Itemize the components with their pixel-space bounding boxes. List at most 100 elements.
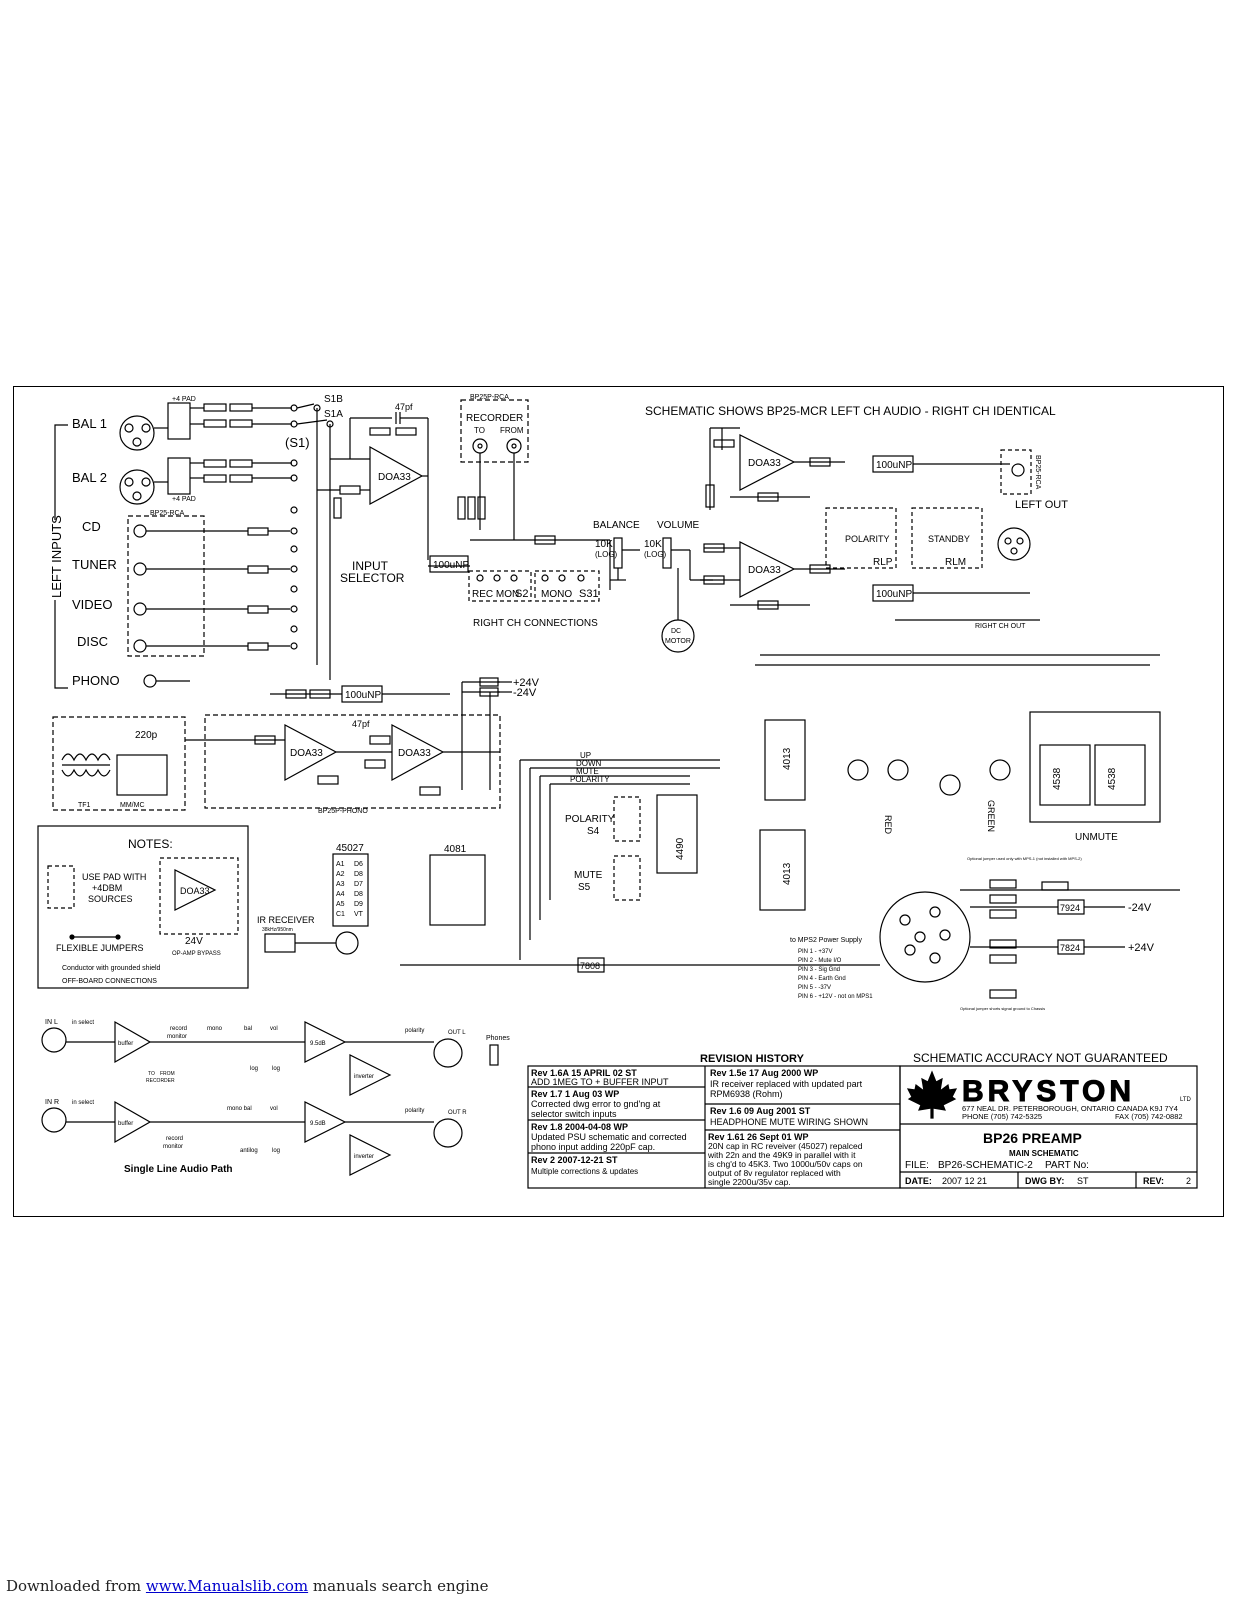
notes-box: NOTES: USE PAD WITH +4DBM SOURCES DOA33 …	[37, 825, 249, 989]
mute-s5-l1: MUTE	[574, 870, 603, 881]
polarity-s4-l2: S4	[587, 826, 600, 837]
mps2-pin5: PIN 5 - -37V	[798, 985, 831, 991]
sl-from: FROM	[160, 1071, 175, 1077]
polarity-s4-l1: POLARITY	[565, 814, 615, 825]
sl-gain-1: 9.5dB	[310, 1041, 326, 1047]
dc-motor-l1: DC	[671, 628, 681, 635]
svg-text:D8: D8	[354, 871, 363, 878]
ic-4538-a: 4538	[1052, 767, 1063, 790]
dc-motor-l2: MOTOR	[665, 638, 691, 645]
ic-4013-lower: 4013	[782, 862, 793, 885]
right-ch-out: RIGHT CH OUT	[975, 623, 1026, 630]
brand-phone: PHONE (705) 742-5325	[962, 1112, 1042, 1121]
tf1-label: TF1	[78, 802, 91, 809]
mute-s5-l2: S5	[578, 882, 591, 893]
rev-l1-head: Rev 1.7 1 Aug 03 WP	[531, 1089, 619, 1099]
schematic-header: SCHEMATIC SHOWS BP25-MCR LEFT CH AUDIO -…	[645, 404, 1056, 418]
input-cd: CD	[82, 519, 101, 534]
notes-pad-2: +4DBM	[92, 883, 122, 893]
leds: RED GREEN	[755, 654, 1160, 835]
product-title: BP26 PREAMP	[983, 1130, 1082, 1146]
svg-text:D6: D6	[354, 861, 363, 868]
rev-l2-line0: Updated PSU schematic and corrected	[531, 1132, 687, 1142]
file-value: BP26-SCHEMATIC-2	[938, 1160, 1033, 1171]
sl-title: Single Line Audio Path	[124, 1164, 233, 1175]
notes-shield: Conductor with grounded shield	[62, 965, 161, 972]
svg-text:D8: D8	[354, 891, 363, 898]
input-disc: DISC	[77, 634, 108, 649]
polarity-relay-label: POLARITY	[845, 534, 890, 544]
rev-r1-line0: HEADPHONE MUTE WIRING SHOWN	[710, 1117, 868, 1127]
bus-down: DOWN	[576, 759, 602, 768]
footer-suffix: manuals search engine	[308, 1577, 489, 1595]
volume-label: VOLUME	[657, 520, 700, 531]
brand-name: BRYSTON	[962, 1075, 1135, 1108]
rev-value: 2	[1186, 1176, 1191, 1186]
sl-antilog: antilog	[240, 1148, 258, 1154]
rev-l1-line1: selector switch inputs	[531, 1109, 617, 1119]
svg-text:A5: A5	[336, 901, 345, 908]
input-bal1: BAL 1	[72, 416, 107, 431]
supply-rail: +24V -24V	[461, 677, 540, 790]
rca-inputs: BP25-RCA	[127, 510, 290, 688]
mono-label: MONO	[541, 589, 572, 600]
notes-opamp: DOA33	[180, 886, 210, 896]
sl-polarity-1: polarity	[405, 1028, 424, 1034]
out-opamp-lower: DOA33	[748, 565, 781, 576]
ic-45027-label: 45027	[336, 843, 364, 854]
svg-text:C1: C1	[336, 911, 345, 918]
volume-pot-taper: (LOG)	[644, 550, 667, 559]
balance-pot-value: 10K	[595, 539, 613, 550]
rev-l1-line0: Corrected dwg error to gnd'ng at	[531, 1099, 661, 1109]
svg-text:D7: D7	[354, 881, 363, 888]
rev-r2-line0: 20N cap in RC reveiver (45027) repalced	[708, 1141, 863, 1151]
rev-l0-head: Rev 1.6A 15 APRIL 02 ST	[531, 1068, 637, 1078]
manualslib-link[interactable]: www.Manualslib.com	[145, 1577, 309, 1595]
svg-text:A4: A4	[336, 891, 345, 898]
notes-opamp-bypass: OP-AMP BYPASS	[172, 951, 221, 957]
svg-text:VT: VT	[354, 911, 364, 918]
unmute-label: UNMUTE	[1075, 832, 1118, 843]
sl-gain-2: 9.5dB	[310, 1121, 326, 1127]
rev-l2-line1: phono input adding 220pF cap.	[531, 1142, 655, 1152]
dwg-label: DWG BY:	[1025, 1176, 1064, 1186]
right-ch-connections: RIGHT CH CONNECTIONS	[473, 618, 598, 629]
phono-section: 220p MM/MC TF1 BP25P-PHONO DOA33 DOA33 4…	[52, 685, 501, 815]
svg-text:D9: D9	[354, 901, 363, 908]
sl-inverter-2: inverter	[354, 1154, 374, 1160]
sl-vol-2: vol	[270, 1106, 278, 1112]
sl-record-l2: monitor	[167, 1034, 187, 1040]
reg-7808-label: 7808	[580, 961, 600, 971]
input-bal2: BAL 2	[72, 470, 107, 485]
input-video: VIDEO	[72, 597, 112, 612]
pad-label-1: +4 PAD	[172, 396, 196, 403]
balance-label: BALANCE	[593, 520, 640, 531]
power-supply: 7808 7924 7824 -24V +24V to MPS2 Power S…	[400, 856, 1180, 1011]
sl-inverter-1: inverter	[354, 1074, 374, 1080]
mps2-pin2: PIN 2 - Mute I/O	[798, 958, 842, 964]
s1a-label: S1A	[324, 409, 343, 420]
sl-polarity-2: polarity	[405, 1108, 424, 1114]
dwg-value: ST	[1077, 1176, 1089, 1186]
left-inputs-bracket: LEFT INPUTS	[48, 424, 68, 689]
sl-mono: mono	[207, 1026, 223, 1032]
product-subtitle: MAIN SCHEMATIC	[1009, 1149, 1079, 1158]
s2-label: S2	[515, 588, 528, 600]
ir-receiver-l1: IR RECEIVER	[257, 915, 315, 925]
pad-label-2: +4 PAD	[172, 496, 196, 503]
output-stage: DOA33 DOA33 POLARITY RLP STANDBY RLM 100…	[700, 427, 1068, 630]
rev-l0-line0: ADD 1MEG TO + BUFFER INPUT	[531, 1077, 669, 1087]
bus-mute: MUTE	[576, 767, 599, 776]
brand-suffix: LTD	[1180, 1097, 1192, 1103]
rev-r0-line0: IR receiver replaced with updated part	[710, 1079, 863, 1089]
notes-pad-1: USE PAD WITH	[82, 872, 146, 882]
date-value: 2007 12 21	[942, 1176, 987, 1186]
rca-board-label: BP25-RCA	[150, 510, 185, 517]
mm-mc-label: MM/MC	[120, 802, 145, 809]
ic-4538-b: 4538	[1107, 767, 1118, 790]
bus-polarity: POLARITY	[570, 775, 610, 784]
out-minus24: -24V	[1128, 902, 1152, 914]
sl-buffer-1: buffer	[118, 1041, 133, 1047]
mps2-pin6: PIN 6 - +12V - not on MPS1	[798, 994, 873, 1000]
sl-vol-1: vol	[270, 1026, 278, 1032]
